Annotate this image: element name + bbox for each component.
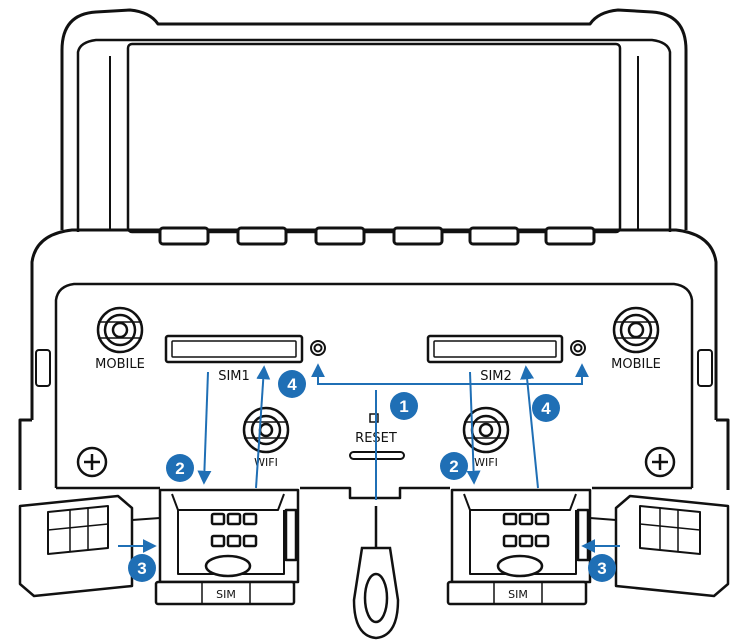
sim-card-right-icon [614,494,730,598]
wifi-left-label: WIFI [254,456,278,469]
sim2-slot [426,334,564,364]
sim1-slot [164,334,304,364]
step-4-right-number: 4 [541,399,551,418]
led-left-icon [310,340,326,356]
step-3-left-badge: 3 [128,554,156,582]
step-1-number: 1 [399,397,408,416]
wifi-right-label: WIFI [474,456,498,469]
led-right-icon [570,340,586,356]
screw-left-icon [76,446,108,478]
step-2-right-badge: 2 [440,452,468,480]
screw-right-icon [644,446,676,478]
sim-tray-right [446,488,592,606]
step-2-right-number: 2 [449,457,458,476]
mobile-antenna-connector-left-icon [96,306,144,354]
sim-eject-pin-icon [352,506,400,640]
step-2-left-badge: 2 [166,454,194,482]
step-4-right-badge: 4 [532,394,560,422]
sim2-label: SIM2 [480,369,512,384]
reset-hole [369,413,379,423]
step-4-left-badge: 4 [278,370,306,398]
sim-card-left-icon [18,494,134,598]
step-3-right-badge: 3 [588,554,616,582]
step-4-left-number: 4 [287,375,297,394]
step-3-left-number: 3 [137,559,146,578]
step-3-right-number: 3 [597,559,606,578]
annotation-arrows [118,363,620,553]
step-1-badge: 1 [390,392,418,420]
mobile-right-label: MOBILE [611,357,661,372]
wifi-antenna-connector-left-icon [242,406,290,454]
mobile-left-label: MOBILE [95,357,145,372]
step-2-left-number: 2 [175,459,184,478]
tray-right-label: SIM [508,588,528,601]
sim1-label: SIM1 [218,369,250,384]
router-front-panel [18,226,730,500]
tray-left-label: SIM [216,588,236,601]
mobile-antenna-connector-right-icon [612,306,660,354]
sim-tray-left [154,488,300,606]
router-top-body [60,8,688,234]
